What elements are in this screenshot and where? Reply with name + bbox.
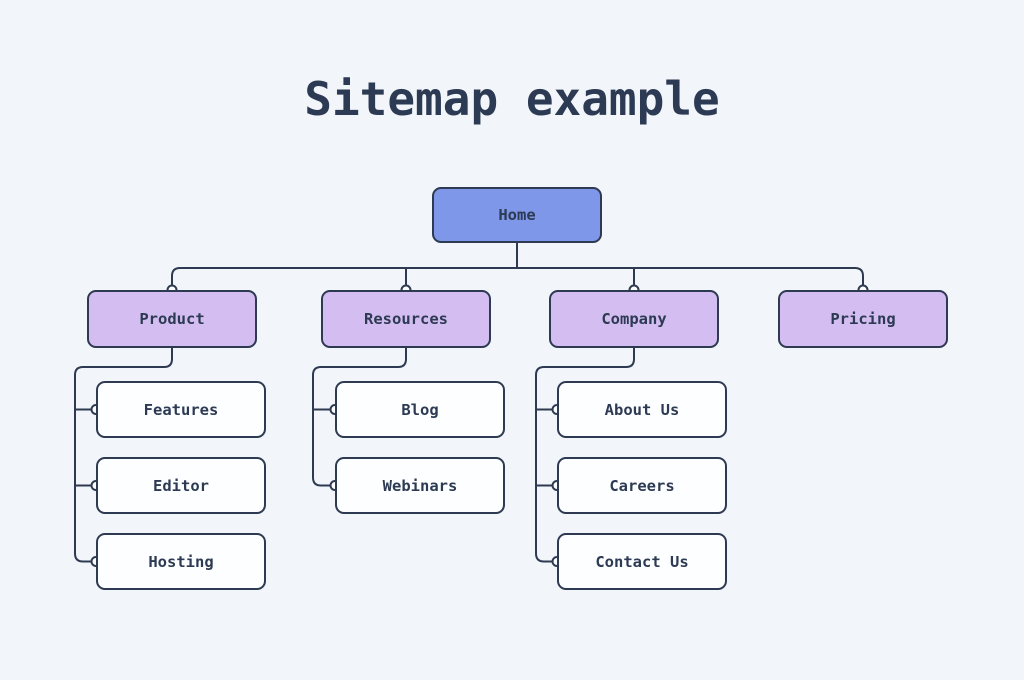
node-resources: Resources bbox=[321, 290, 491, 348]
node-hosting: Hosting bbox=[96, 533, 266, 590]
connector-resources-trunk bbox=[312, 348, 407, 487]
node-label: Product bbox=[139, 310, 205, 328]
node-label: Contact Us bbox=[595, 552, 689, 571]
node-pricing: Pricing bbox=[778, 290, 948, 348]
node-label: Home bbox=[498, 206, 536, 224]
diagram-title: Sitemap example bbox=[304, 72, 720, 126]
node-label: Blog bbox=[401, 400, 439, 419]
node-label: About Us bbox=[604, 400, 680, 419]
node-label: Pricing bbox=[830, 310, 896, 328]
node-company: Company bbox=[549, 290, 719, 348]
node-label: Careers bbox=[609, 476, 675, 495]
node-blog: Blog bbox=[335, 381, 505, 438]
node-label: Resources bbox=[364, 310, 448, 328]
node-home: Home bbox=[432, 187, 602, 243]
node-label: Webinars bbox=[382, 476, 458, 495]
node-about-us: About Us bbox=[557, 381, 727, 438]
node-label: Features bbox=[143, 400, 219, 419]
node-label: Company bbox=[601, 310, 667, 328]
connector-company-trunk bbox=[535, 348, 635, 563]
node-webinars: Webinars bbox=[335, 457, 505, 514]
node-editor: Editor bbox=[96, 457, 266, 514]
connector-bus bbox=[171, 267, 864, 290]
node-product: Product bbox=[87, 290, 257, 348]
node-contact-us: Contact Us bbox=[557, 533, 727, 590]
connector-product-trunk bbox=[74, 348, 173, 563]
node-label: Hosting bbox=[148, 552, 214, 571]
node-label: Editor bbox=[153, 476, 209, 495]
node-careers: Careers bbox=[557, 457, 727, 514]
node-features: Features bbox=[96, 381, 266, 438]
